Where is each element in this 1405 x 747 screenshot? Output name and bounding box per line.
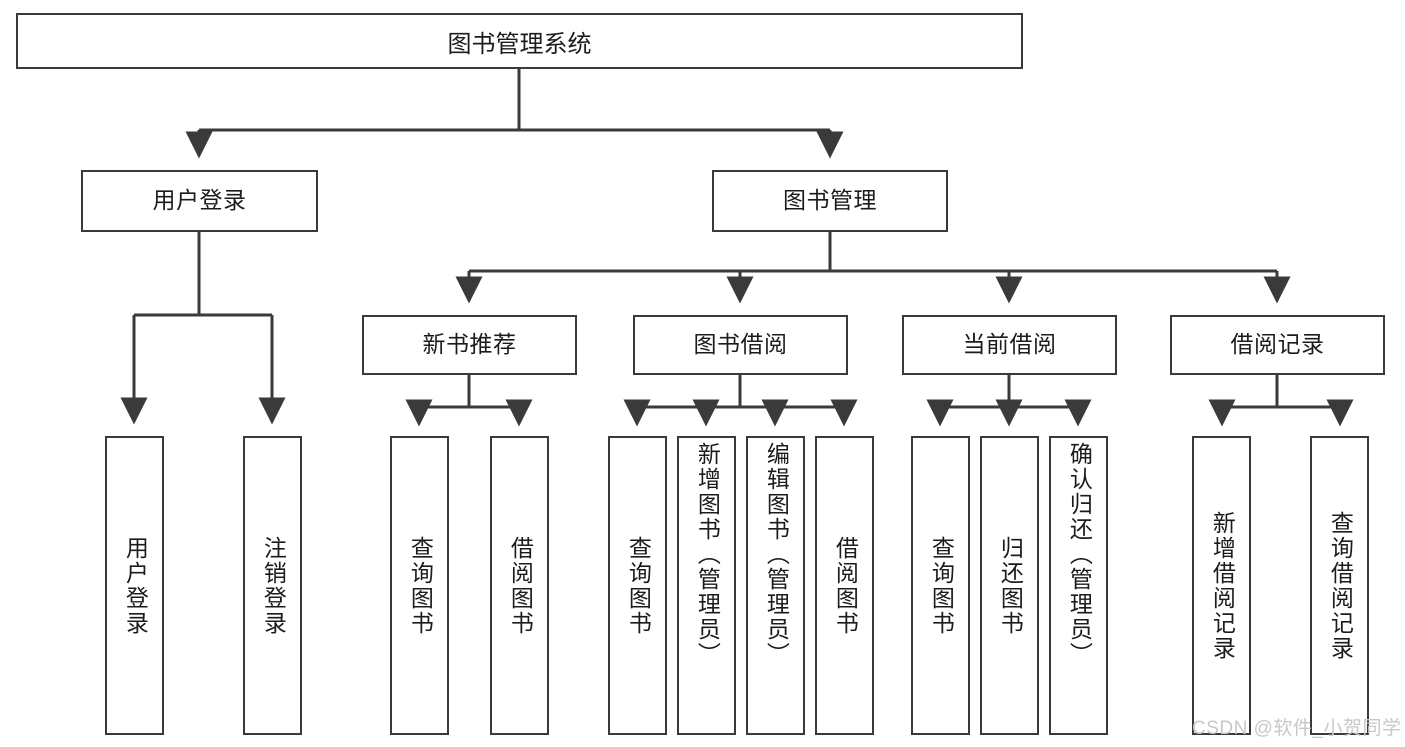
node-current-borrow[interactable]: 当前借阅 xyxy=(902,315,1117,375)
leaf-confirm-return-label: 确认归还（管理员） xyxy=(1066,442,1093,667)
leaf-return-book-label: 归还图书 xyxy=(997,535,1024,636)
node-current-borrow-label: 当前借阅 xyxy=(962,331,1057,358)
leaf-borrow-book-1[interactable]: 借阅图书 xyxy=(490,436,549,735)
leaf-user-login-label: 用户登录 xyxy=(122,535,149,636)
csdn-watermark: CSDN @软件_小贺同学 xyxy=(1192,718,1402,739)
node-new-book-rec[interactable]: 新书推荐 xyxy=(362,315,577,375)
node-root[interactable]: 图书管理系统 xyxy=(16,13,1023,69)
node-book-manage[interactable]: 图书管理 xyxy=(712,170,948,232)
leaf-query-book-3-label: 查询图书 xyxy=(928,535,955,636)
leaf-confirm-return[interactable]: 确认归还（管理员） xyxy=(1049,436,1108,735)
leaf-query-book-1[interactable]: 查询图书 xyxy=(390,436,449,735)
leaf-query-book-2-label: 查询图书 xyxy=(625,535,652,636)
node-user-login-label: 用户登录 xyxy=(152,187,247,214)
node-book-borrow-label: 图书借阅 xyxy=(693,331,788,358)
node-borrow-record-label: 借阅记录 xyxy=(1230,331,1325,358)
node-root-label: 图书管理系统 xyxy=(447,30,592,58)
node-book-manage-label: 图书管理 xyxy=(783,187,877,214)
leaf-borrow-book-2[interactable]: 借阅图书 xyxy=(815,436,874,735)
node-user-login[interactable]: 用户登录 xyxy=(81,170,318,232)
leaf-add-record[interactable]: 新增借阅记录 xyxy=(1192,436,1251,735)
node-new-book-rec-label: 新书推荐 xyxy=(422,331,517,358)
leaf-query-record[interactable]: 查询借阅记录 xyxy=(1310,436,1369,735)
leaf-query-book-3[interactable]: 查询图书 xyxy=(911,436,970,735)
leaf-borrow-book-1-label: 借阅图书 xyxy=(507,535,534,636)
leaf-add-record-label: 新增借阅记录 xyxy=(1209,510,1236,661)
leaf-query-book-2[interactable]: 查询图书 xyxy=(608,436,667,735)
leaf-user-login[interactable]: 用户登录 xyxy=(105,436,164,735)
leaf-return-book[interactable]: 归还图书 xyxy=(980,436,1039,735)
node-book-borrow[interactable]: 图书借阅 xyxy=(633,315,848,375)
leaf-query-record-label: 查询借阅记录 xyxy=(1327,510,1354,661)
leaf-logout-label: 注销登录 xyxy=(260,535,287,636)
leaf-add-book-label: 新增图书（管理员） xyxy=(694,442,721,667)
leaf-query-book-1-label: 查询图书 xyxy=(407,535,434,636)
leaf-borrow-book-2-label: 借阅图书 xyxy=(832,535,859,636)
node-borrow-record[interactable]: 借阅记录 xyxy=(1170,315,1385,375)
leaf-edit-book-label: 编辑图书（管理员） xyxy=(763,442,790,667)
leaf-edit-book[interactable]: 编辑图书（管理员） xyxy=(746,436,805,735)
leaf-logout[interactable]: 注销登录 xyxy=(243,436,302,735)
leaf-add-book[interactable]: 新增图书（管理员） xyxy=(677,436,736,735)
